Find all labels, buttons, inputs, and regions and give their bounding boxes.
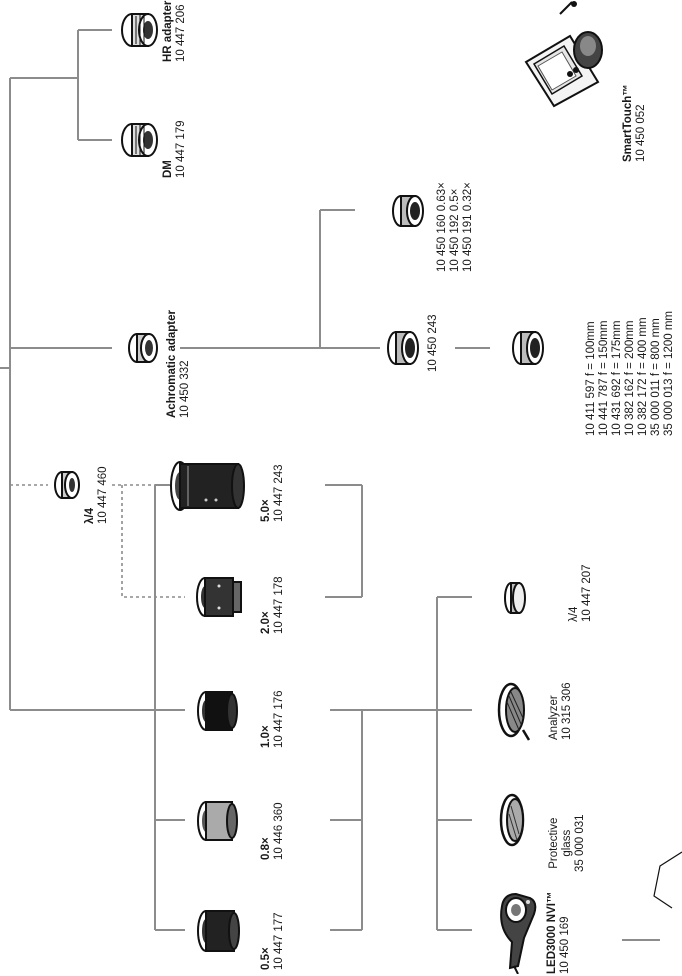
analyzer-code: 10 315 306 (561, 682, 573, 740)
objective-1x-label: 1.0× 10 447 176 (260, 690, 286, 748)
smarttouch-label: SmartTouch™ 10 450 052 (622, 84, 648, 162)
achromatic-adapter-name: Achromatic adapter (166, 309, 178, 418)
filter-icon (497, 682, 531, 741)
filter-icon (499, 793, 525, 847)
objective-05x-name: 0.5× (260, 947, 272, 970)
objective-icon (196, 577, 242, 617)
adapter-icon (121, 13, 158, 47)
protective-glass-name: Protective (548, 817, 560, 869)
led3000-name: LED3000 NVI™ (546, 891, 558, 974)
filter-icon (54, 471, 80, 499)
achromatic-adapter-label: Achromatic adapter 10 450 332 (166, 310, 192, 418)
focal-lens-line: 10 382 162 f = 200mm (624, 320, 636, 436)
reducer-codes: 10 450 160 0.63× 10 450 192 0.5× 10 450 … (436, 182, 475, 272)
lens-icon (387, 331, 419, 365)
smarttouch-code: 10 450 052 (635, 104, 647, 162)
lens-243-code: 10 450 243 (427, 314, 439, 372)
focal-lens-list: 10 411 597 f = 100mm 10 441 787 f = 150m… (585, 311, 676, 436)
objective-5x-label: 5.0× 10 447 243 (260, 464, 286, 522)
focal-lens-line: 10 431 692 f = 175mm (611, 320, 623, 436)
led3000-label: LED3000 NVI™ 10 450 169 (546, 892, 572, 974)
lambda-bottom-label: λ/4 10 447 207 (568, 564, 594, 622)
objective-08x-name: 0.8× (260, 837, 272, 860)
lens-icon (512, 331, 544, 365)
focal-lens-line: 10 441 787 f = 150mm (598, 320, 610, 436)
hr-adapter-code: 10 447 206 (175, 4, 187, 62)
protective-glass-label: Protective glass 35 000 031 (548, 814, 587, 872)
objective-05x-code: 10 447 177 (273, 912, 285, 970)
focal-lens-line: 35 000 011 f = 800 mm (650, 318, 662, 436)
led3000-code: 10 450 169 (559, 916, 571, 974)
adapter-icon (128, 333, 158, 363)
objective-2x-code: 10 447 178 (273, 576, 285, 634)
lambda-top-code: 10 447 460 (97, 466, 109, 524)
controller-icon (524, 1, 603, 108)
protective-glass-code: 35 000 031 (574, 814, 586, 872)
reducer-line: 10 450 192 0.5× (449, 188, 461, 272)
lambda-bottom-name: λ/4 (568, 606, 580, 622)
dm-label: DM 10 447 179 (162, 120, 188, 178)
objective-08x-code: 10 446 360 (273, 802, 285, 860)
dm-code: 10 447 179 (175, 120, 187, 178)
analyzer-label: Analyzer 10 315 306 (548, 682, 574, 740)
focal-lens-line: 10 411 597 f = 100mm (585, 321, 597, 436)
lens-icon (392, 195, 424, 227)
hr-adapter-label: HR adapter 10 447 206 (162, 1, 188, 62)
partial-device-outline (653, 851, 682, 909)
lambda-bottom-code: 10 447 207 (581, 564, 593, 622)
dm-name: DM (162, 160, 174, 178)
smarttouch-name: SmartTouch™ (622, 84, 634, 162)
reducer-line: 10 450 160 0.63× (436, 182, 448, 272)
filter-icon (504, 582, 526, 614)
objective-5x-name: 5.0× (260, 499, 272, 522)
objective-05x-label: 0.5× 10 447 177 (260, 912, 286, 970)
adapter-icon (121, 123, 158, 157)
achromatic-adapter-code: 10 450 332 (179, 360, 191, 418)
lens-243-label: 10 450 243 (427, 314, 440, 372)
objective-icon (197, 910, 240, 952)
objective-icon (197, 691, 238, 731)
illuminator-icon (500, 892, 537, 974)
hr-adapter-name: HR adapter (162, 0, 174, 62)
objective-icon (170, 461, 245, 511)
objective-1x-name: 1.0× (260, 725, 272, 748)
focal-lens-line: 35 000 013 f = 1200 mm (663, 311, 675, 436)
objective-2x-name: 2.0× (260, 611, 272, 634)
analyzer-name: Analyzer (548, 695, 560, 740)
objective-2x-label: 2.0× 10 447 178 (260, 576, 286, 634)
lambda-top-name: λ/4 (84, 508, 96, 524)
reducer-line: 10 450 191 0.32× (462, 182, 474, 272)
lambda-top-label: λ/4 10 447 460 (84, 466, 110, 524)
objective-icon (197, 801, 238, 841)
objective-08x-label: 0.8× 10 446 360 (260, 802, 286, 860)
focal-lens-line: 10 382 172 f = 400 mm (637, 317, 649, 436)
objective-1x-code: 10 447 176 (273, 690, 285, 748)
objective-5x-code: 10 447 243 (273, 464, 285, 522)
protective-glass-name: glass (561, 829, 573, 857)
